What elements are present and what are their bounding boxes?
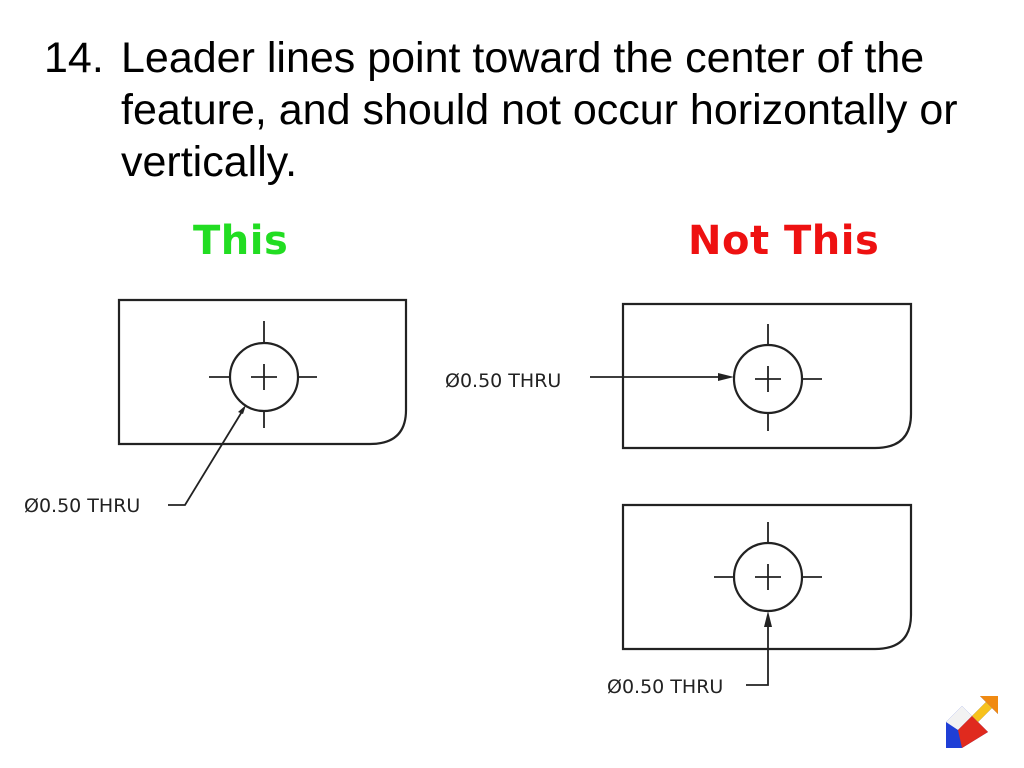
body-text: Leader lines point toward the center of …	[121, 34, 958, 186]
good-example-label: This	[193, 218, 289, 264]
bad-horizontal-example-drawing: Ø0.50 THRU	[445, 302, 913, 450]
bad-vertical-leader-arrowhead	[764, 611, 772, 627]
bad-vertical-part-outline	[621, 503, 913, 651]
item-number: 14.	[44, 34, 104, 82]
good-center-mark	[209, 321, 317, 428]
bad-vertical-callout-text: Ø0.50 THRU	[607, 676, 723, 698]
bad-vertical-leader-line	[746, 616, 769, 686]
bad-horizontal-leader-arrowhead	[718, 373, 734, 381]
next-slide-arrow-icon[interactable]	[946, 696, 998, 748]
bad-horizontal-part-outline	[621, 302, 913, 450]
good-example-drawing: Ø0.50 THRU	[24, 298, 408, 517]
slide-text: 14. Leader lines point toward the center…	[44, 32, 1004, 188]
good-leader-line	[168, 409, 244, 506]
bad-horizontal-callout-text: Ø0.50 THRU	[445, 370, 561, 392]
good-part-outline	[117, 298, 408, 446]
good-leader-arrowhead	[238, 405, 246, 414]
bad-vertical-example-drawing: Ø0.50 THRU	[607, 503, 913, 698]
bad-example-label: Not This	[688, 218, 880, 264]
bad-horizontal-center-mark	[755, 324, 822, 431]
bad-vertical-center-mark	[714, 522, 822, 590]
good-callout-text: Ø0.50 THRU	[24, 495, 140, 517]
